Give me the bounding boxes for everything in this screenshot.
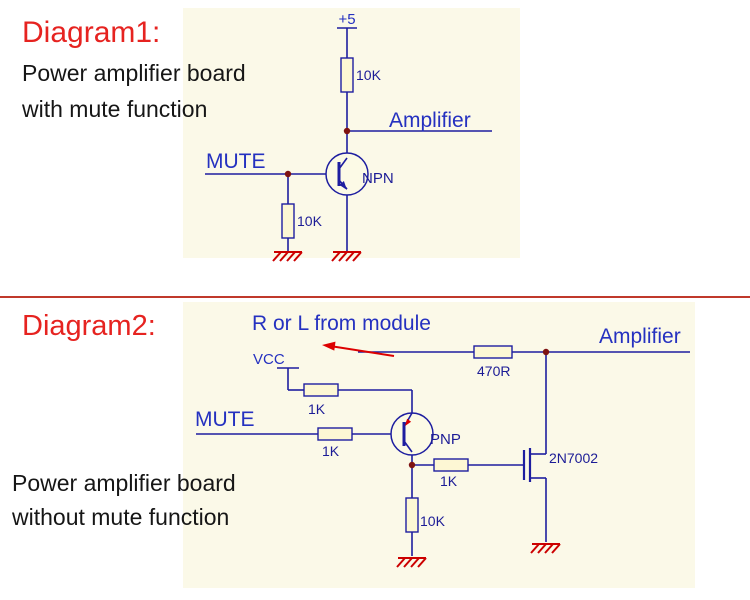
diagram2-title: Diagram2: — [22, 310, 156, 342]
junction-dot — [284, 170, 292, 178]
diagram1-panel-background — [183, 8, 520, 258]
mosfet-2n7002 — [522, 448, 532, 482]
signal-source-label: R or L from module — [252, 312, 431, 335]
resistor-value-label: 10K — [420, 513, 446, 529]
signal-arrow-icon — [322, 341, 395, 357]
power-label: +5 — [338, 11, 355, 28]
diagram2-description-line2: without mute function — [12, 504, 230, 530]
resistor-10k-base — [281, 203, 295, 239]
diagram1-schematic: +5 10K Amplifier MUTE 10K NPN — [183, 8, 520, 262]
vcc-power-label: VCC — [253, 351, 285, 368]
resistor-value-label: 10K — [297, 213, 323, 229]
mosfet-part-label: 2N7002 — [549, 450, 598, 466]
mute-net-label: MUTE — [195, 408, 255, 431]
resistor-10k-collector — [340, 57, 354, 93]
resistor-value-label: 1K — [322, 443, 340, 459]
amplifier-net-label: Amplifier — [599, 325, 681, 348]
pnp-emitter-arrow-icon — [405, 418, 412, 426]
diagram2-schematic: R or L from module Amplifier 470R VCC 1K… — [183, 302, 695, 588]
resistor-1k-base — [317, 427, 353, 441]
resistor-value-label: 470R — [477, 363, 510, 379]
resistor-1k-vcc — [303, 383, 339, 397]
diagram1-title: Diagram1: — [22, 16, 161, 49]
ground-symbol-icon — [331, 251, 362, 262]
junction-dot — [542, 348, 550, 356]
resistor-1k-gate — [433, 458, 469, 472]
ground-symbol-icon — [272, 251, 303, 262]
diagram1-description-line1: Power amplifier board — [22, 60, 246, 86]
ground-symbol-icon — [396, 557, 427, 568]
npn-emitter-arrow-icon — [339, 181, 347, 190]
diagram2-description-line1: Power amplifier board — [12, 470, 236, 496]
mute-net-label: MUTE — [206, 150, 266, 173]
junction-dot — [408, 461, 416, 469]
diagram1-wires — [205, 27, 492, 252]
resistor-value-label: 1K — [308, 401, 326, 417]
transistor-type-label: NPN — [362, 170, 394, 187]
transistor-type-label: PNP — [430, 431, 461, 448]
ground-symbol-icon — [530, 543, 561, 554]
resistor-value-label: 10K — [356, 67, 382, 83]
amplifier-net-label: Amplifier — [389, 109, 471, 132]
diagram1-description-line2: with mute function — [22, 96, 208, 122]
resistor-470r — [473, 345, 513, 359]
resistor-value-label: 1K — [440, 473, 458, 489]
npn-transistor — [325, 152, 369, 196]
diagram2-panel-background — [183, 302, 695, 588]
resistor-10k-pulldown — [405, 497, 419, 533]
section-divider — [0, 296, 750, 298]
junction-dot — [343, 127, 351, 135]
pnp-transistor — [390, 412, 434, 456]
